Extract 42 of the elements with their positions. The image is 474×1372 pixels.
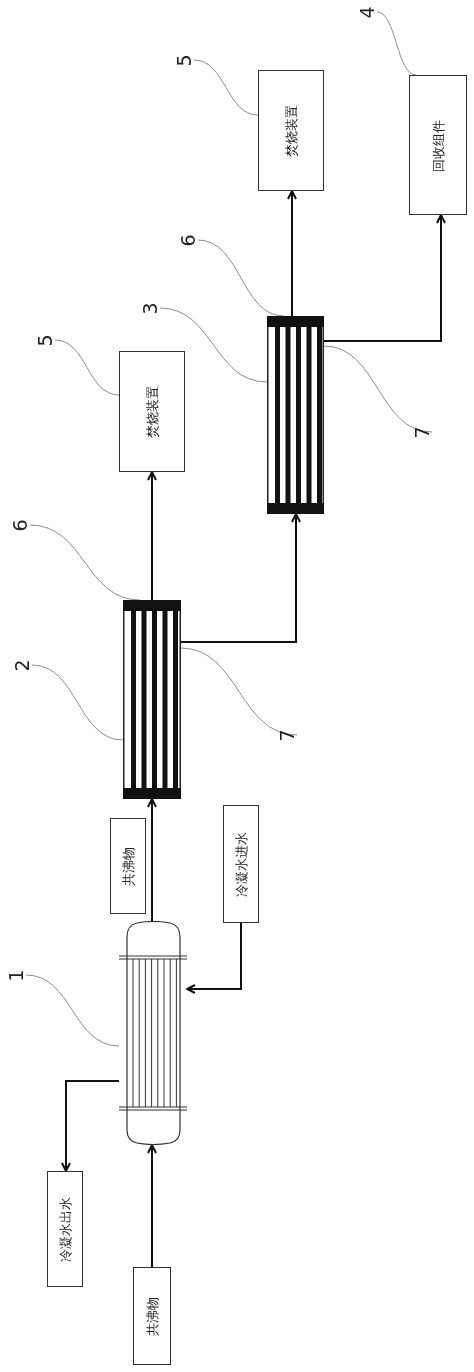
process-box bbox=[223, 805, 259, 923]
box-label: 回收组件 bbox=[431, 119, 445, 171]
leader-line bbox=[193, 59, 259, 116]
leader-line bbox=[159, 307, 268, 383]
flow-arrow bbox=[287, 190, 297, 317]
leader-line bbox=[54, 339, 120, 396]
flow-arrow bbox=[147, 471, 157, 601]
box-label: 焚烧装置 bbox=[284, 104, 298, 157]
flow-arrow bbox=[147, 798, 157, 922]
box-label: 焚烧装置 bbox=[145, 385, 159, 438]
box-label: 共沸物 bbox=[121, 846, 135, 886]
flow-arrow bbox=[186, 922, 242, 994]
flow-arrow bbox=[147, 1144, 157, 1268]
callout-number: 7 bbox=[412, 425, 432, 439]
condenser-drawing bbox=[119, 921, 187, 1145]
leader-line bbox=[31, 664, 124, 741]
flow-arrow bbox=[180, 513, 301, 643]
process-box bbox=[119, 351, 185, 472]
process-box bbox=[409, 75, 467, 215]
callout-number: 4 bbox=[357, 5, 377, 19]
callout-number: 6 bbox=[10, 518, 30, 532]
flow-arrow bbox=[323, 214, 446, 342]
leader-line bbox=[25, 974, 120, 1047]
callout-number: 5 bbox=[35, 333, 55, 347]
process-box bbox=[47, 1171, 83, 1287]
box-label: 冷凝水进水 bbox=[234, 831, 248, 897]
callout-number: 2 bbox=[12, 658, 32, 672]
callout-number: 1 bbox=[6, 968, 26, 982]
leader-line bbox=[323, 345, 433, 433]
process-box bbox=[133, 1267, 171, 1365]
process-box bbox=[110, 818, 146, 914]
callout-number: 3 bbox=[140, 301, 160, 315]
box-label: 共沸物 bbox=[145, 1296, 159, 1336]
membrane-module-drawing bbox=[267, 316, 324, 514]
box-label: 冷凝水出水 bbox=[58, 1196, 72, 1262]
leader-line bbox=[180, 647, 298, 736]
callout-number: 6 bbox=[178, 233, 198, 247]
flow-arrow bbox=[61, 1080, 120, 1172]
membrane-module-drawing bbox=[123, 600, 181, 799]
process-box bbox=[258, 70, 324, 191]
callout-number: 5 bbox=[174, 53, 194, 67]
callout-number: 7 bbox=[277, 728, 297, 742]
